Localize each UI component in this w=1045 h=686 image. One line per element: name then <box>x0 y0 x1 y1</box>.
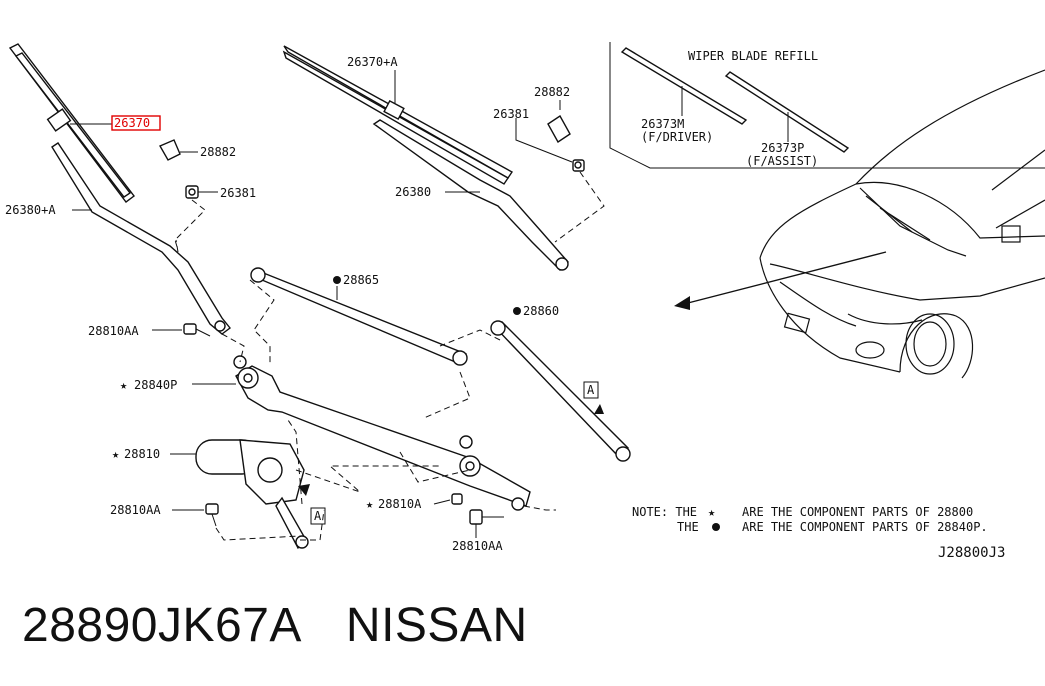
pivot-nut-left[interactable] <box>185 185 199 199</box>
bolt-upper[interactable] <box>183 323 211 337</box>
refill-assist-part: 26373P <box>761 141 804 155</box>
pivot-nut-right[interactable] <box>572 159 585 172</box>
star-icon: ★ <box>708 505 715 519</box>
refill-driver-part: 26373M <box>641 117 684 131</box>
part-number: 28890JK67A <box>22 599 302 652</box>
bolt-mid-label: 28810A <box>378 497 422 511</box>
pivot-cap-right[interactable] <box>547 114 571 144</box>
cap-right-label: 28882 <box>534 85 570 99</box>
star-icon: ★ <box>120 378 127 392</box>
note-line1-prefix: NOTE: THE <box>632 505 697 519</box>
bolt-mid[interactable] <box>451 493 463 505</box>
driver-wiper-blade[interactable] <box>8 43 135 203</box>
assist-blade-label: 26370+A <box>347 55 398 69</box>
star-icon: ★ <box>112 447 119 461</box>
bullet-icon <box>333 276 341 284</box>
nut-left-label: 26381 <box>220 186 256 200</box>
arrow-up-icon <box>298 484 310 496</box>
wiper-parts-diagram: 26370 26380+A 28882 26381 26370+A 26380 … <box>5 42 1045 561</box>
motor-label: 28810 <box>124 447 160 461</box>
view-a-upper-text: A <box>587 383 595 397</box>
driver-blade-label: 26370 <box>114 116 150 130</box>
arrow-left-icon <box>674 296 690 310</box>
bolt-lower[interactable] <box>205 503 219 527</box>
driver-wiper-arm[interactable] <box>51 142 231 335</box>
assist-arm-label: 26380 <box>395 185 431 199</box>
bolt-upper-label: 28810AA <box>88 324 139 338</box>
assist-wiper-blade[interactable] <box>282 45 514 185</box>
note-line1-suffix: ARE THE COMPONENT PARTS OF 28800 <box>742 505 973 519</box>
refill-title: WIPER BLADE REFILL <box>688 49 818 63</box>
bolt-lower-label: 28810AA <box>110 503 161 517</box>
note-line2-prefix: THE <box>677 520 699 534</box>
link-rod-upper[interactable] <box>250 267 468 366</box>
brand-name: NISSAN <box>345 599 528 652</box>
link-right-label: 28860 <box>523 304 559 318</box>
bolt-bottom-label: 28810AA <box>452 539 503 553</box>
note-line2-suffix: ARE THE COMPONENT PARTS OF 28840P. <box>742 520 988 534</box>
nut-right-label: 26381 <box>493 107 529 121</box>
refill-strip-assist[interactable] <box>724 71 850 153</box>
star-icon: ★ <box>366 497 373 511</box>
pivot-cap-left[interactable] <box>159 139 181 161</box>
view-a-marker-upper <box>583 381 599 399</box>
link-rod-right[interactable] <box>490 320 631 462</box>
refill-strip-driver[interactable] <box>620 47 748 125</box>
wiper-motor[interactable] <box>195 439 309 550</box>
refill-assist-note: (F/ASSIST) <box>746 154 818 168</box>
car-illustration <box>759 69 1045 379</box>
pivot-left-label: 28840P <box>134 378 177 392</box>
view-a-lower-text: A <box>314 509 322 523</box>
view-a-marker-lower <box>310 507 326 525</box>
driver-arm-label: 26380+A <box>5 203 56 217</box>
link-upper-label: 28865 <box>343 273 379 287</box>
refill-box <box>609 42 1045 169</box>
bullet-icon <box>513 307 521 315</box>
arrow-up-icon <box>594 404 604 414</box>
assist-wiper-arm[interactable] <box>372 119 569 271</box>
bolt-bottom[interactable] <box>469 509 504 525</box>
diagram-code: J28800J3 <box>938 545 1005 561</box>
driver-blade-highlight-box <box>111 115 161 131</box>
callout-arrow <box>683 251 887 305</box>
cap-left-label: 28882 <box>200 145 236 159</box>
footer-caption: 28890JK67A NISSAN <box>22 598 528 653</box>
refill-driver-note: (F/DRIVER) <box>641 130 713 144</box>
bullet-icon <box>712 523 720 531</box>
